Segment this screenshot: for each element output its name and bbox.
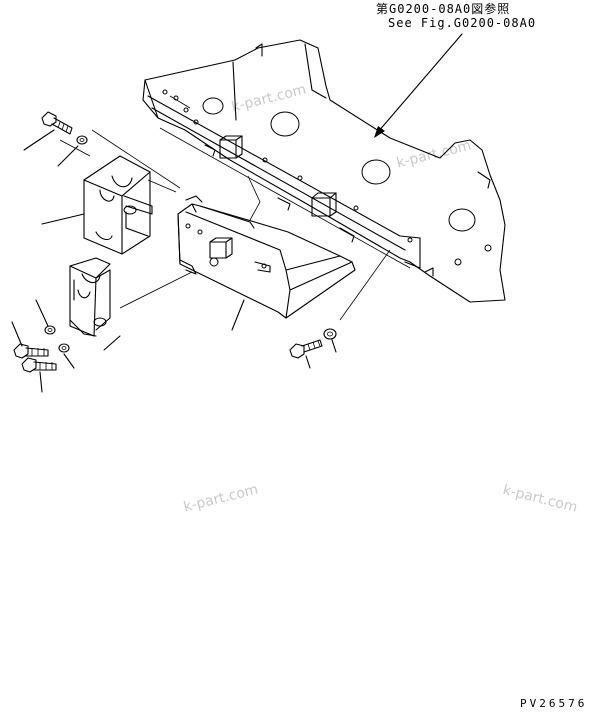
reference-note-en: See Fig.G0200-08A0: [388, 16, 537, 30]
callout-leaders: [11, 129, 337, 393]
drawing-code: PV26576: [520, 697, 588, 710]
bolt-lower-left-2: [21, 357, 57, 373]
washer-lower-left-1: [44, 325, 56, 335]
bolt-top-left: [41, 111, 73, 135]
lower-clamp-bracket: [69, 257, 111, 337]
bolt-lower-left-1: [13, 343, 49, 359]
reference-note-jp: 第G0200-08A0図参照: [376, 2, 511, 16]
upper-clamp-bracket: [83, 155, 177, 255]
main-frame: [142, 39, 506, 303]
washer-lower-right: [323, 328, 337, 340]
washer-lower-left-2: [58, 343, 70, 353]
leader-lines: [59, 129, 391, 321]
washer-top-left: [76, 135, 88, 145]
lower-bracket: [177, 175, 356, 319]
reference-arrow: [374, 33, 463, 138]
bolt-lower-right: [289, 339, 323, 359]
